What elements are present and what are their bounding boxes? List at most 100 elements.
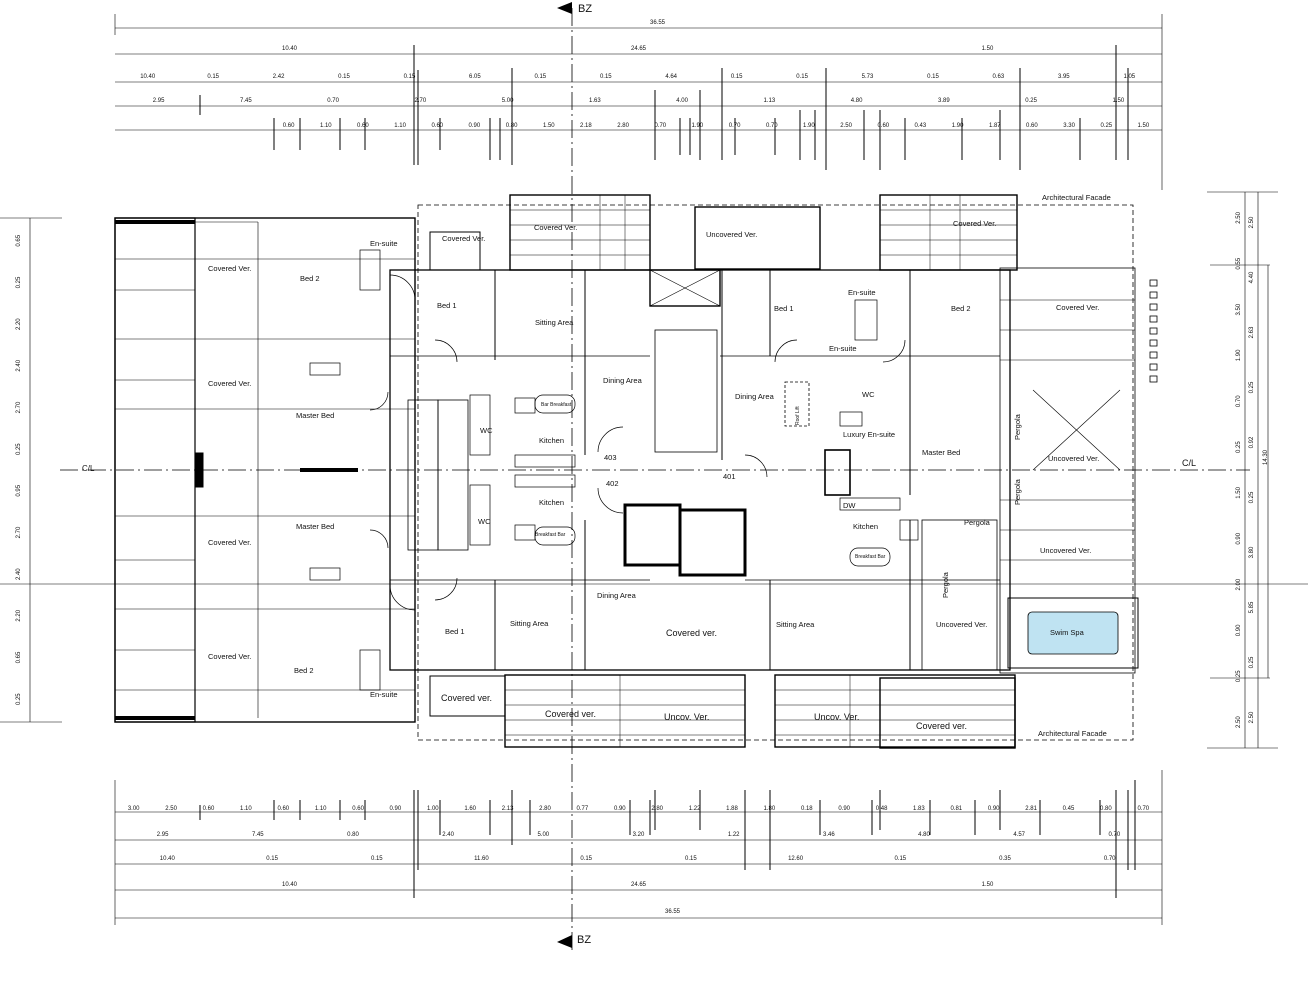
dimension-value: 2.40 — [16, 568, 22, 580]
dimension-value: 4.40 — [1249, 271, 1255, 283]
dim-col-right-inner: 2.504.402.630.250.920.253.805.850.252.50 — [1249, 216, 1255, 723]
room-label: Master Bed — [922, 448, 960, 457]
building-outline — [114, 194, 1136, 749]
dimension-value: 0.15 — [600, 74, 612, 80]
dimension-value: 6.05 — [469, 74, 481, 80]
room-label: Uncov. Ver. — [664, 712, 709, 722]
dimension-value: 0.77 — [577, 806, 589, 812]
dimension-value: 0.25 — [16, 276, 22, 288]
dim-col-left: 0.650.252.202.402.700.250.952.702.402.20… — [16, 234, 22, 705]
dimension-value: 3.20 — [633, 832, 645, 838]
dimension-value: 2.80 — [617, 123, 629, 129]
dim-right-total: 14.30 — [1263, 449, 1269, 465]
dimension-value: 1.87 — [989, 123, 1001, 129]
dimension-value: 1.90 — [692, 123, 704, 129]
room-label: Master Bed — [296, 411, 334, 420]
dimension-value: 5.00 — [537, 832, 549, 838]
dimension-value: 0.15 — [338, 74, 350, 80]
dimension-value: 0.70 — [654, 123, 666, 129]
unit-number: 403 — [604, 453, 617, 462]
swim-spa — [1007, 597, 1139, 669]
dimension-value: 2.70 — [16, 526, 22, 538]
dimension-value: 10.40 — [140, 74, 156, 80]
dimension-value: 5.73 — [862, 74, 874, 80]
dimension-value: 0.90 — [390, 806, 402, 812]
dimension-value: 0.60 — [1026, 123, 1038, 129]
dimension-value: 7.45 — [240, 98, 252, 104]
dimension-value: 24.65 — [631, 46, 647, 52]
dimension-value: 3.89 — [938, 98, 950, 104]
dimension-value: 0.90 — [1236, 532, 1242, 544]
dimension-value: 2.50 — [1236, 716, 1242, 728]
bottom-dimension-chains — [114, 770, 1163, 925]
room-label: Sitting Area — [776, 620, 815, 629]
room-label: En-suite — [370, 690, 398, 699]
dimension-value: 2.50 — [165, 806, 177, 812]
dimension-value: 4.00 — [676, 98, 688, 104]
axis-label-top: BZ — [578, 3, 592, 15]
dimension-value: 0.60 — [877, 123, 889, 129]
veranda-hatching — [115, 195, 1135, 747]
dimension-value: 0.25 — [1249, 656, 1255, 668]
dimension-value: 0.90 — [469, 123, 481, 129]
dimension-value: 0.90 — [838, 806, 850, 812]
room-label: Pergola — [1013, 478, 1022, 505]
room-label: Bed 2 — [300, 274, 320, 283]
dimension-value: 11.60 — [474, 856, 489, 862]
room-label: En-suite — [848, 288, 876, 297]
dimension-value: 10.40 — [160, 856, 176, 862]
room-label: Bed 1 — [445, 627, 465, 636]
dimension-value: 4.80 — [851, 98, 863, 104]
dimension-value: 0.25 — [1236, 670, 1242, 682]
dimension-value: 0.15 — [266, 856, 278, 862]
dimension-value: 3.50 — [1236, 303, 1242, 315]
dimension-value: 2.63 — [1249, 326, 1255, 338]
room-label: Kitchen — [853, 522, 878, 531]
dimension-value: 4.80 — [918, 832, 930, 838]
room-label: WC — [480, 426, 493, 435]
room-label: Dining Area — [597, 591, 637, 600]
dimension-value: 1.13 — [764, 98, 776, 104]
room-label: Uncovered Ver. — [1048, 454, 1099, 463]
dimension-value: 0.25 — [1249, 491, 1255, 503]
room-label: WC — [478, 517, 491, 526]
dimension-value: 0.63 — [993, 74, 1005, 80]
room-label: Covered ver. — [666, 628, 717, 638]
dimension-value: 0.70 — [327, 98, 339, 104]
dimension-value: 0.15 — [894, 856, 906, 862]
dimension-value: 1.50 — [1236, 486, 1242, 498]
dimension-value: 0.95 — [16, 484, 22, 496]
room-label: Kitchen — [539, 436, 564, 445]
room-label: En-suite — [829, 344, 857, 353]
dimension-value: 0.65 — [16, 651, 22, 663]
dimension-value: 0.70 — [766, 123, 778, 129]
dimension-value: 0.70 — [1137, 806, 1149, 812]
dimension-value: 0.90 — [1236, 624, 1242, 636]
dimension-value: 1.88 — [726, 806, 738, 812]
roof-lift-outline — [784, 381, 810, 427]
dimension-value: 2.81 — [1025, 806, 1037, 812]
room-label: Covered Ver. — [534, 223, 577, 232]
top-dimension-chains — [114, 14, 1163, 190]
dimension-value: 1.10 — [315, 806, 327, 812]
dimension-value: 0.70 — [1236, 395, 1242, 407]
dimension-value: 0.81 — [950, 806, 962, 812]
dimension-value: 2.20 — [16, 609, 22, 621]
dimension-value: 2.50 — [1249, 711, 1255, 723]
room-label: Covered ver. — [916, 721, 967, 731]
room-label: Sitting Area — [535, 318, 574, 327]
dimension-value: 2.95 — [157, 832, 169, 838]
dimension-value: 2.00 — [1236, 578, 1242, 590]
dimension-value: 0.45 — [1063, 806, 1075, 812]
room-label: Covered Ver. — [208, 652, 251, 661]
dimension-value: 2.20 — [16, 318, 22, 330]
facade-label: Architectural Facade — [1042, 193, 1111, 202]
axis-lines — [60, 8, 1250, 950]
dimension-value: 1.50 — [543, 123, 555, 129]
dimension-value: 10.40 — [282, 882, 298, 888]
dimension-value: 1.22 — [689, 806, 701, 812]
dimension-value: 0.15 — [404, 74, 416, 80]
